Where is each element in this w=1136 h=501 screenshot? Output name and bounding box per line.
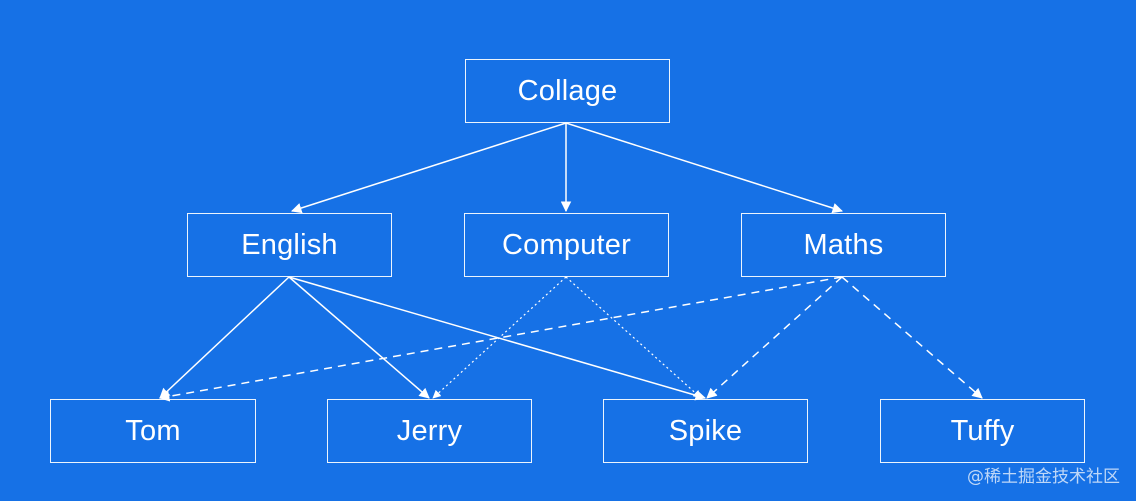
edge-maths-tuffy — [841, 276, 983, 399]
node-label: English — [241, 228, 338, 261]
node-label: Jerry — [396, 414, 463, 447]
node-maths: Maths — [741, 213, 946, 277]
edge-maths-spike — [706, 276, 843, 399]
node-english: English — [187, 213, 392, 277]
edge-english-tom — [159, 276, 290, 399]
node-tuffy: Tuffy — [880, 399, 1085, 463]
node-label: Maths — [803, 228, 884, 261]
node-jerry: Jerry — [327, 399, 532, 463]
node-collage: Collage — [465, 59, 670, 123]
node-label: Tom — [125, 414, 181, 447]
node-tom: Tom — [50, 399, 256, 463]
node-spike: Spike — [603, 399, 808, 463]
node-computer: Computer — [464, 213, 669, 277]
edge-collage-english — [291, 122, 567, 214]
edge-english-jerry — [288, 276, 430, 399]
node-label: Collage — [517, 74, 618, 107]
watermark: @稀土掘金技术社区 — [967, 467, 1120, 487]
node-label: Computer — [502, 228, 631, 261]
edge-maths-tom — [158, 276, 843, 402]
edge-computer-spike — [565, 276, 702, 399]
edge-collage-maths — [565, 122, 844, 214]
node-label: Spike — [668, 414, 743, 447]
node-label: Tuffy — [950, 414, 1015, 447]
